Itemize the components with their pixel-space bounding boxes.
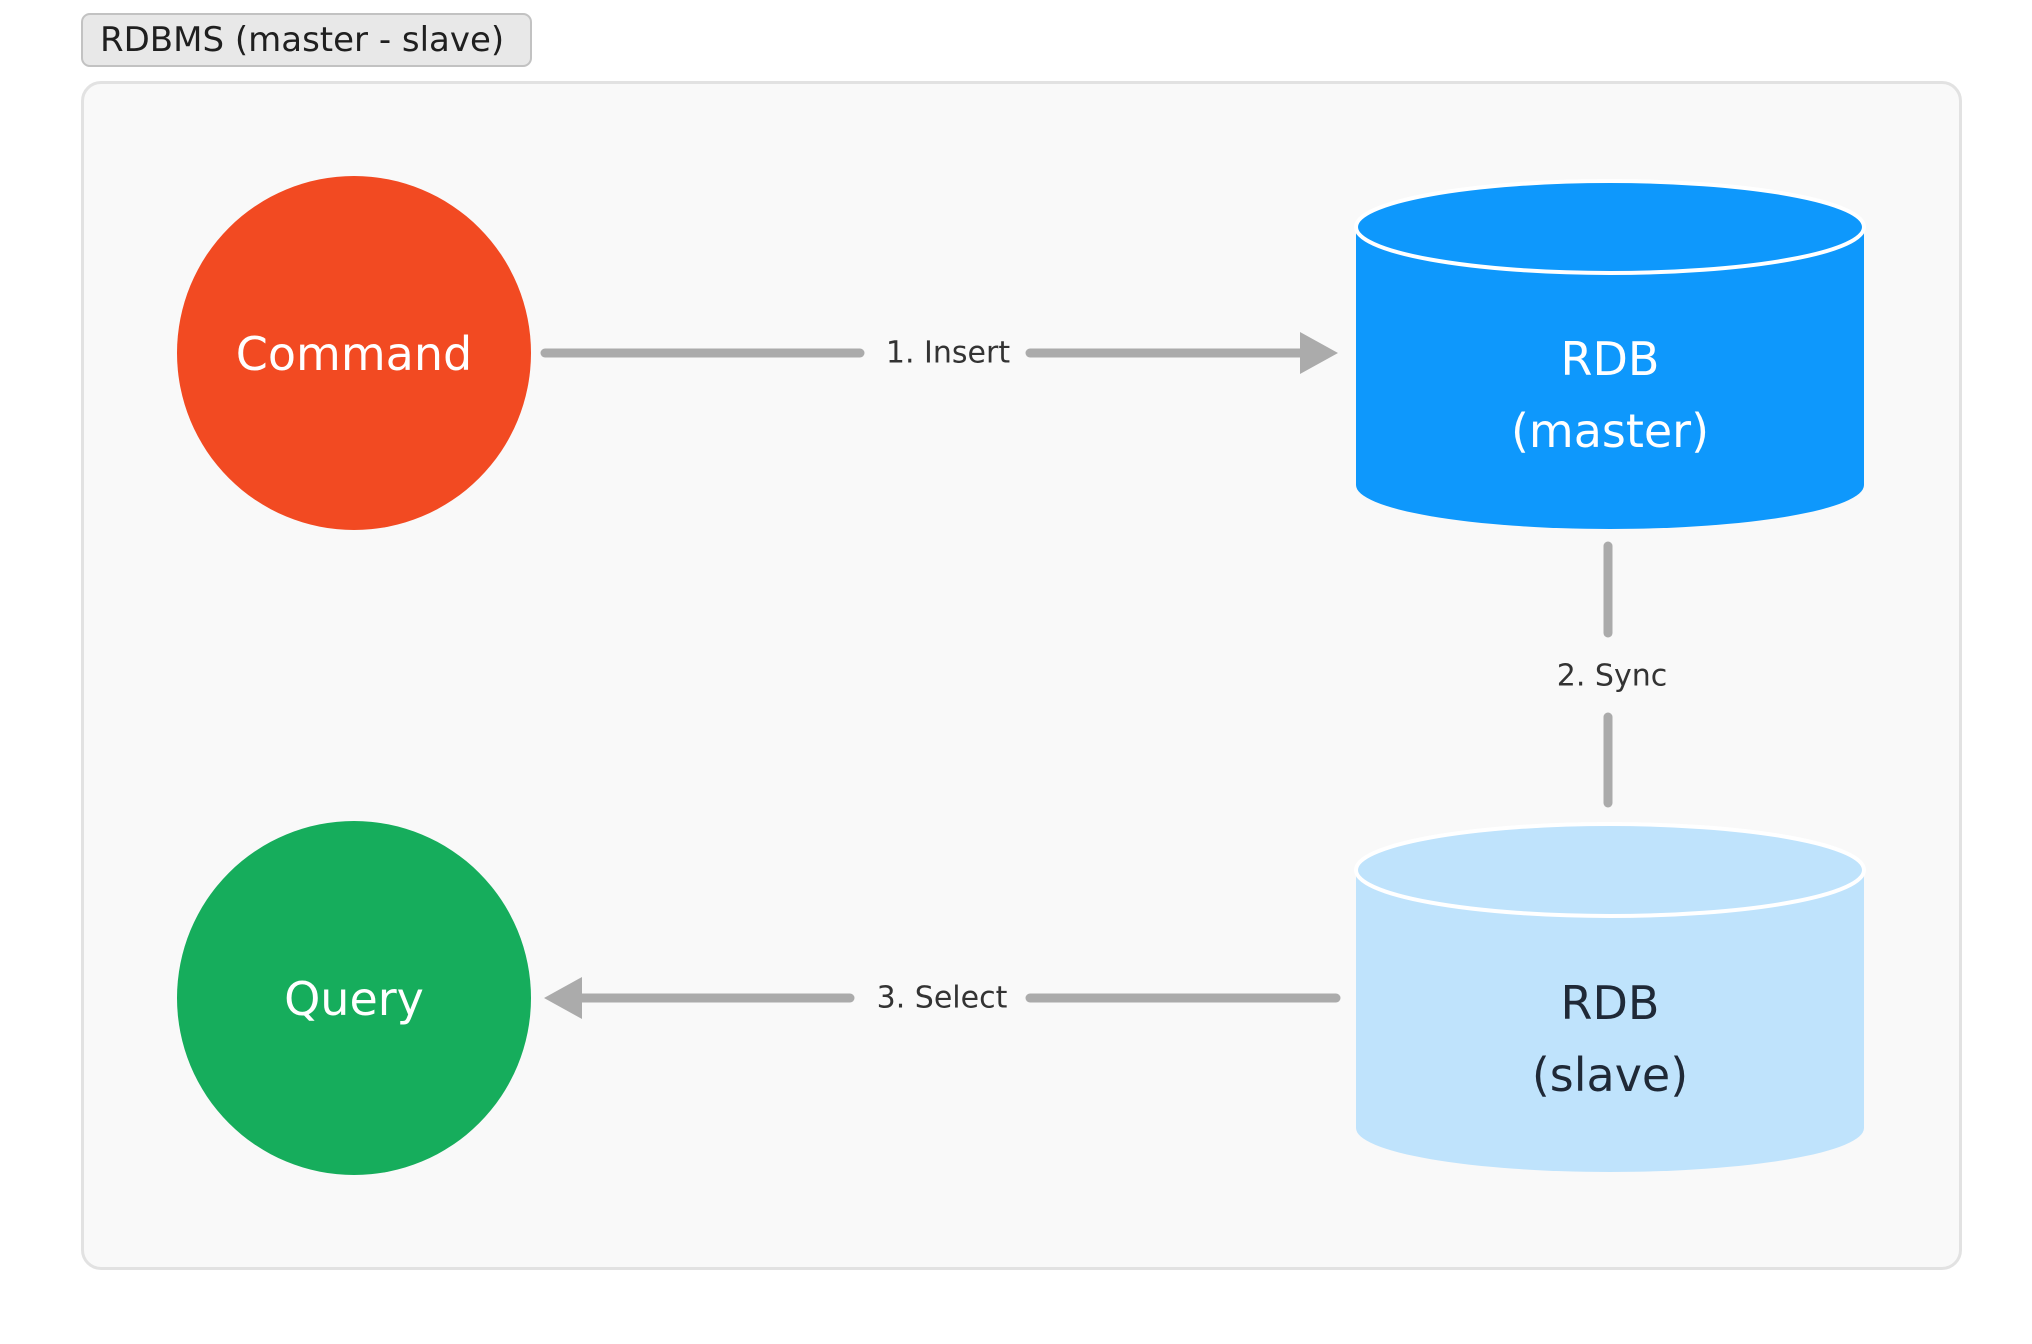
slave-label-line1: RDB (1561, 976, 1660, 1030)
command-circle (177, 176, 531, 530)
node-rdb-slave[interactable]: RDB (slave) (1354, 822, 1866, 1172)
master-label-line1: RDB (1561, 332, 1660, 386)
command-label: Command (236, 327, 472, 381)
edge-select-arrowhead (544, 977, 582, 1019)
edge-insert-label: 1. Insert (886, 336, 1010, 371)
node-query[interactable]: Query (177, 821, 531, 1175)
edge-insert[interactable]: 1. Insert (540, 332, 1338, 374)
master-label-line2: (master) (1511, 404, 1709, 458)
edge-select[interactable]: 3. Select (544, 977, 1341, 1019)
query-label: Query (284, 972, 424, 1026)
master-cylinder-top (1354, 179, 1866, 275)
query-circle (177, 821, 531, 1175)
master-cylinder-body (1356, 227, 1864, 529)
slave-label-line2: (slave) (1532, 1048, 1688, 1102)
edge-sync[interactable]: 2. Sync (1557, 541, 1667, 808)
node-command[interactable]: Command (177, 176, 531, 530)
slave-cylinder-top (1354, 822, 1866, 918)
edge-select-label: 3. Select (877, 981, 1008, 1016)
node-rdb-master[interactable]: RDB (master) (1354, 179, 1866, 529)
edge-insert-arrowhead (1300, 332, 1338, 374)
group-title: RDBMS (master - slave) (81, 13, 533, 67)
edge-sync-label: 2. Sync (1557, 659, 1667, 694)
slave-cylinder-body (1356, 870, 1864, 1172)
